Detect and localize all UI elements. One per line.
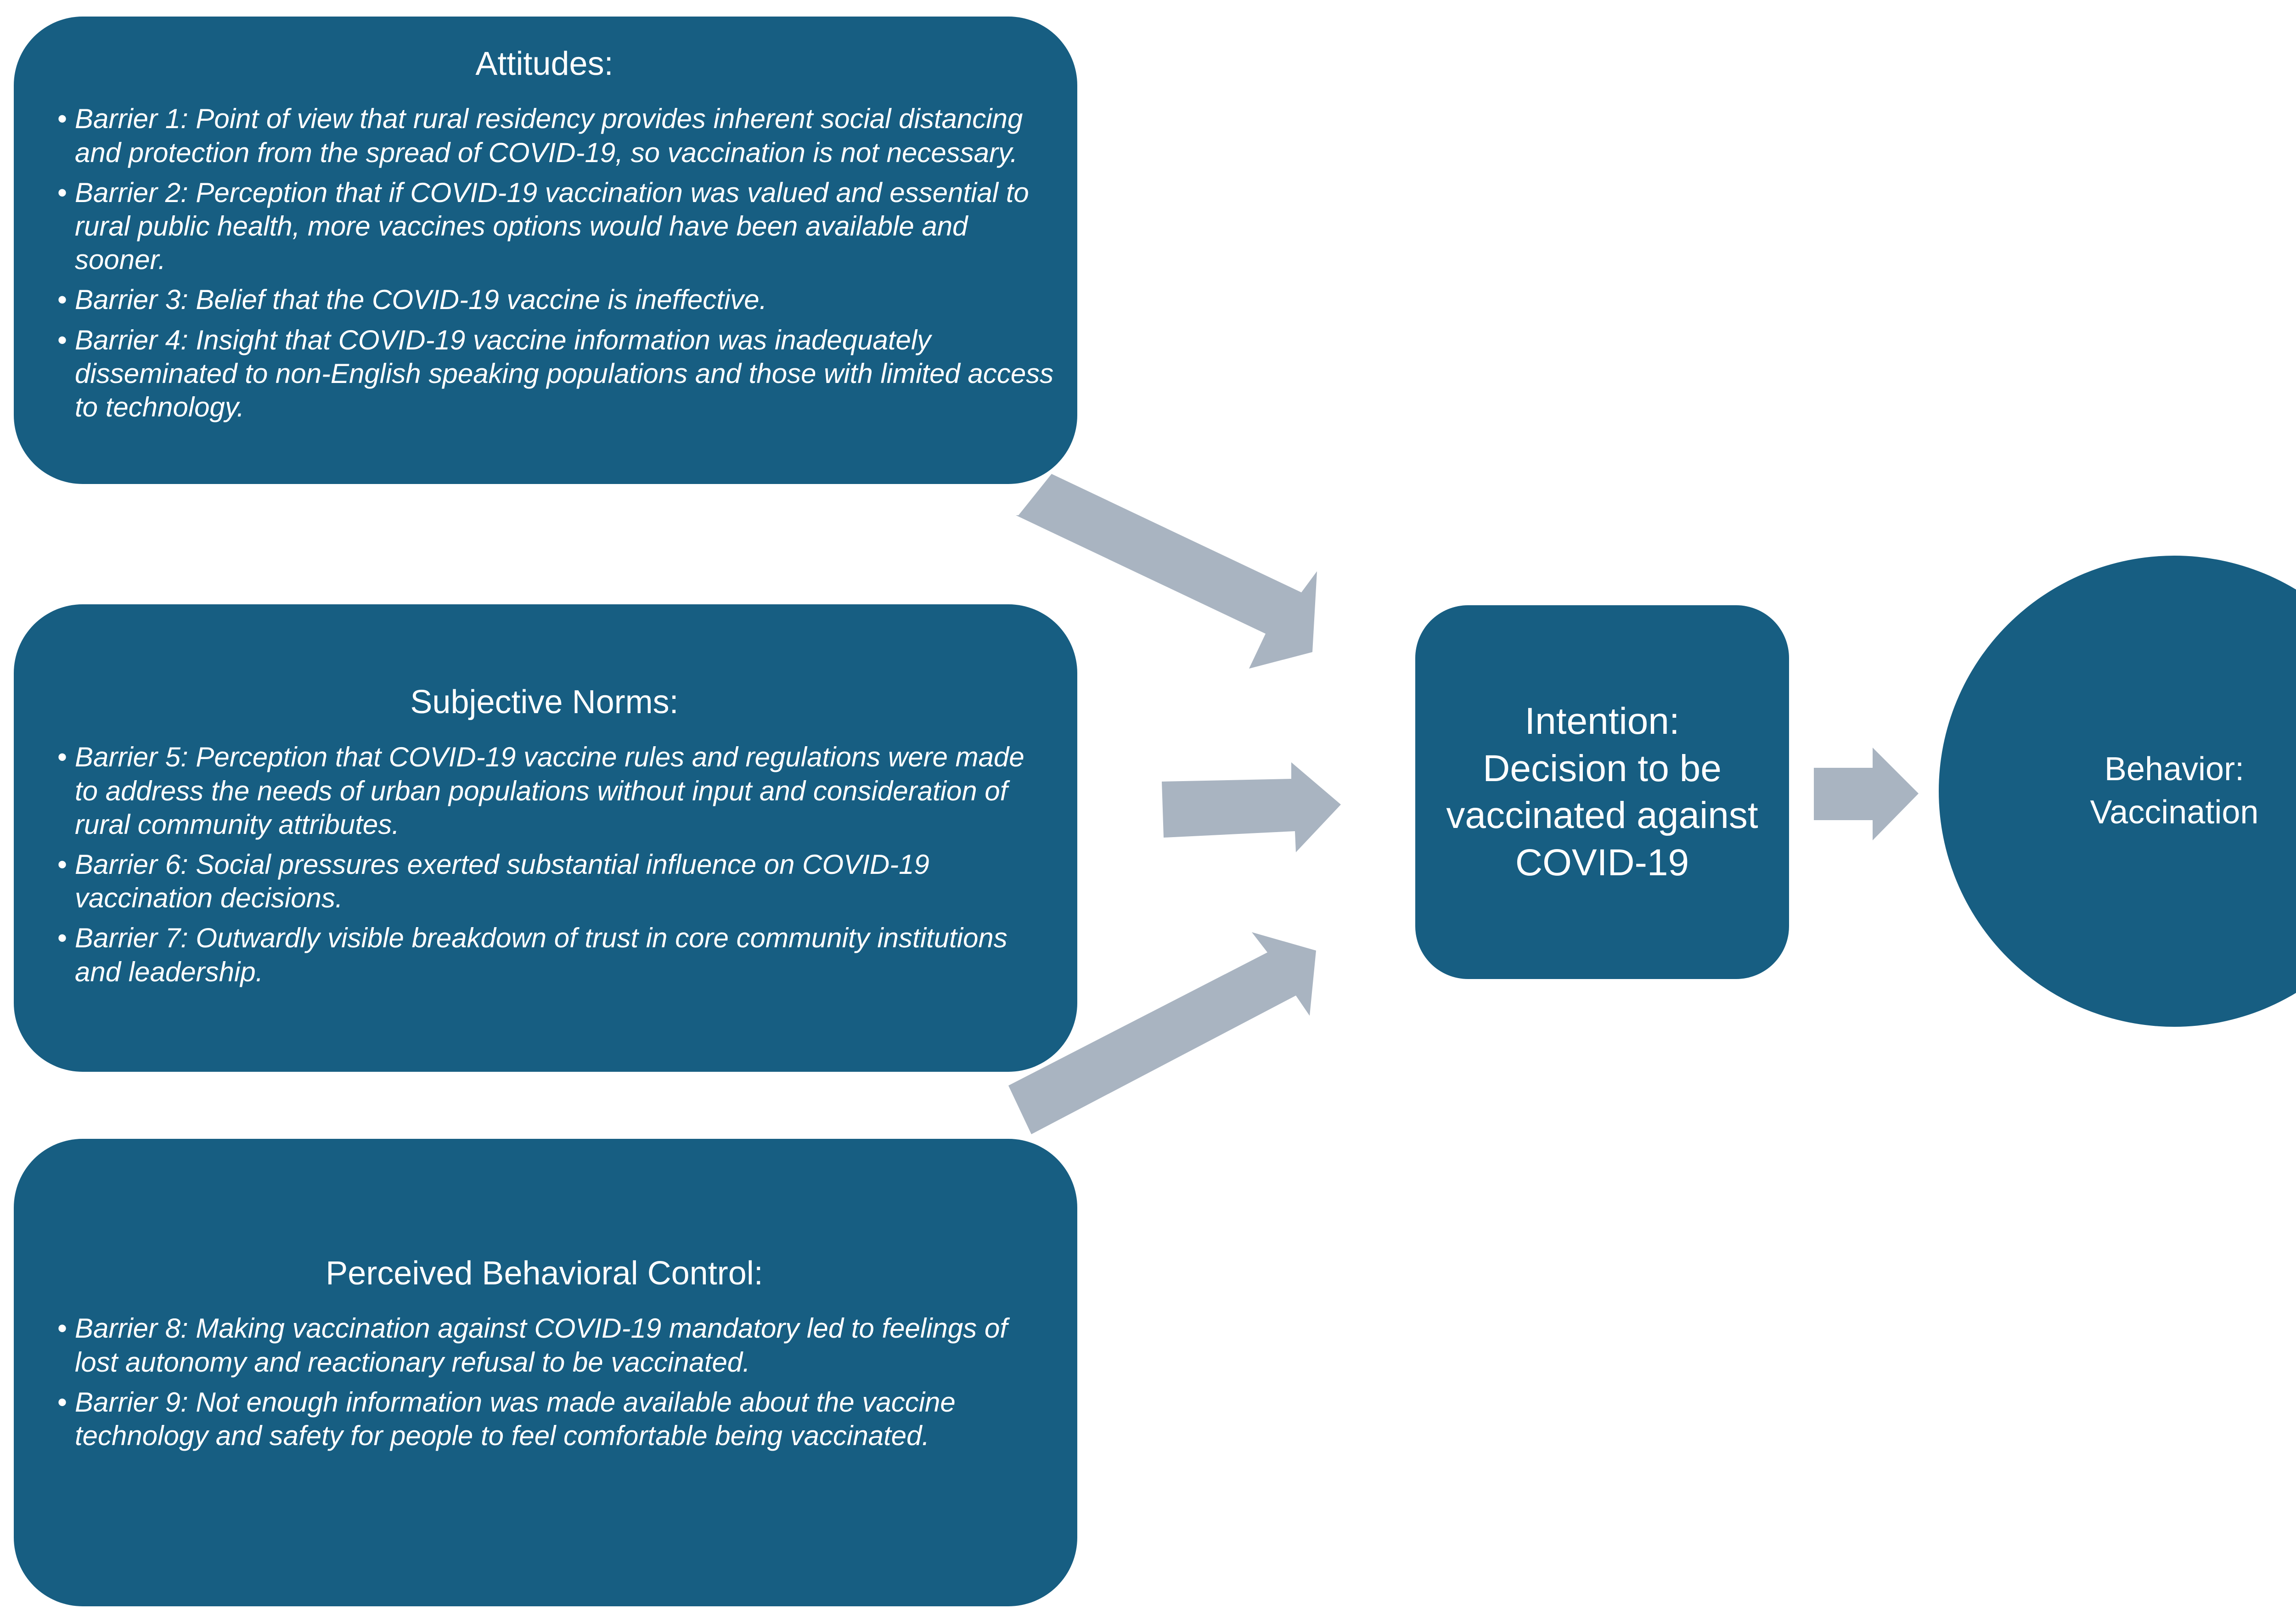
arrow-pbc-to-intention (1008, 932, 1316, 1134)
barrier-8: Barrier 8: Making vaccination against CO… (34, 1311, 1054, 1379)
attitudes-box: Attitudes: Barrier 1: Point of view that… (14, 17, 1077, 484)
perceived-behavioral-control-box: Perceived Behavioral Control: Barrier 8:… (14, 1139, 1077, 1606)
behavior-label-line1: Behavior: (2104, 751, 2245, 788)
behavior-circle: Behavior: Vaccination (1939, 556, 2296, 1027)
behavior-label-line2: Vaccination (2090, 794, 2259, 831)
intention-box: Intention: Decision to be vaccinated aga… (1415, 605, 1789, 979)
arrow-attitudes-to-intention (1016, 474, 1317, 669)
barrier-1: Barrier 1: Point of view that rural resi… (34, 102, 1054, 169)
barrier-7: Barrier 7: Outwardly visible breakdown o… (34, 921, 1054, 988)
barrier-3: Barrier 3: Belief that the COVID-19 vacc… (34, 283, 1054, 316)
subjective-norms-box: Subjective Norms: Barrier 5: Perception … (14, 604, 1077, 1072)
arrow-norms-to-intention (1162, 762, 1341, 852)
intention-label: Intention: Decision to be vaccinated aga… (1446, 700, 1758, 884)
barrier-9: Barrier 9: Not enough information was ma… (34, 1385, 1054, 1452)
barrier-6: Barrier 6: Social pressures exerted subs… (34, 848, 1054, 915)
subjective-norms-barrier-list: Barrier 5: Perception that COVID-19 vacc… (34, 740, 1054, 988)
subjective-norms-title: Subjective Norms: (410, 684, 679, 720)
barrier-4: Barrier 4: Insight that COVID-19 vaccine… (34, 323, 1054, 424)
barrier-5: Barrier 5: Perception that COVID-19 vacc… (34, 740, 1054, 841)
perceived-behavioral-control-barrier-list: Barrier 8: Making vaccination against CO… (34, 1311, 1054, 1452)
attitudes-barrier-list: Barrier 1: Point of view that rural resi… (34, 102, 1054, 424)
attitudes-title: Attitudes: (475, 45, 613, 82)
arrow-intention-to-behavior (1814, 748, 1919, 840)
perceived-behavioral-control-title: Perceived Behavioral Control: (326, 1255, 763, 1292)
barrier-2: Barrier 2: Perception that if COVID-19 v… (34, 176, 1054, 277)
